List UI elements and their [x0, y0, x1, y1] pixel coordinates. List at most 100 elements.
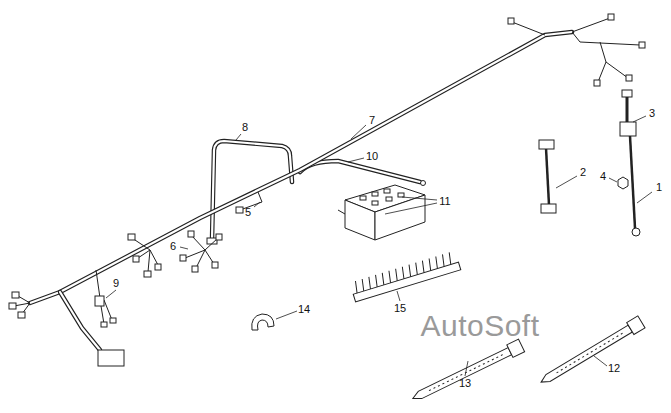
main-harness	[594, 80, 600, 86]
main-harness	[508, 18, 514, 24]
cable-clip	[252, 314, 274, 330]
leader-lines	[402, 197, 437, 200]
leader-lines	[556, 176, 577, 188]
leader-lines	[236, 134, 241, 140]
connector	[95, 296, 104, 306]
connector-group	[216, 234, 222, 240]
cable-tie	[557, 332, 626, 373]
main-harness	[639, 42, 645, 48]
callout-number: 2	[580, 167, 586, 178]
main-harness	[9, 303, 16, 309]
main-harness	[60, 292, 100, 350]
battery-cable	[622, 90, 632, 97]
connector	[101, 322, 107, 327]
callout-number: 13	[459, 378, 471, 389]
cable-tie	[538, 316, 645, 388]
callout-number: 3	[649, 108, 655, 119]
callout-number: 12	[608, 363, 620, 374]
cable-tie	[410, 339, 525, 405]
leader-lines	[106, 116, 652, 376]
fuse-box	[386, 197, 392, 201]
main-harness	[12, 292, 19, 298]
main-harness	[626, 75, 632, 81]
ground-strap	[539, 140, 554, 149]
callout-number: 5	[245, 207, 251, 218]
cable-tie	[429, 354, 504, 391]
fuse-box	[384, 189, 390, 193]
battery-wire	[300, 161, 426, 186]
wrap-strip	[354, 252, 453, 293]
main-harness	[60, 292, 100, 350]
battery-cable	[620, 122, 636, 136]
fuse-box	[398, 193, 404, 197]
cable-tie	[411, 348, 512, 403]
fuse-box	[372, 192, 378, 196]
battery-wire	[300, 161, 420, 182]
battery-cable	[618, 90, 640, 236]
leader-lines	[180, 247, 188, 249]
wire-loop	[212, 141, 292, 240]
fuse-box	[360, 196, 366, 200]
leader-lines	[637, 192, 652, 203]
connector-group	[144, 271, 151, 277]
callout-number: 6	[170, 241, 176, 252]
fuse-box	[345, 200, 375, 240]
ground-strap	[539, 140, 556, 213]
leader-lines	[351, 125, 366, 139]
main-harness	[30, 32, 572, 303]
callout-number: 4	[600, 171, 606, 182]
leader-lines	[385, 203, 437, 214]
leader-lines	[348, 158, 364, 162]
callout-number: 15	[394, 303, 406, 314]
leader-lines	[276, 311, 297, 319]
fuse-box	[375, 195, 425, 240]
leader-lines	[106, 290, 116, 298]
callout-number: 9	[113, 278, 119, 289]
fuse-box	[338, 185, 425, 240]
callout-number: 14	[298, 304, 310, 315]
callout-number: 11	[439, 196, 450, 207]
connector	[110, 318, 116, 323]
callout-number: 8	[242, 122, 248, 133]
connector-group	[180, 255, 186, 261]
fuse-box	[372, 201, 378, 205]
connector-group	[128, 231, 222, 277]
connector-group	[185, 236, 218, 268]
cable-clip	[252, 314, 274, 330]
fuse-box	[338, 210, 345, 214]
main-harness	[18, 312, 25, 318]
ground-strap	[546, 148, 549, 205]
connector	[95, 270, 116, 327]
leader-lines	[594, 356, 607, 366]
leader-lines	[397, 291, 400, 301]
connector-group	[128, 234, 135, 240]
main-harness	[512, 18, 640, 82]
callout-number: 7	[369, 115, 375, 126]
callout-number: 1	[656, 182, 662, 193]
callout-number: 10	[366, 151, 378, 162]
connector-group	[192, 266, 198, 272]
ground-strap	[541, 204, 556, 213]
battery-cable	[630, 136, 635, 228]
watermark: AutoSoft	[420, 311, 539, 341]
wrap-strip	[350, 251, 461, 302]
main-harness	[9, 14, 645, 366]
main-harness	[608, 14, 614, 20]
leader-lines	[609, 178, 617, 182]
battery-wire	[421, 181, 426, 186]
battery-wire	[300, 161, 420, 182]
connector	[96, 270, 112, 324]
cable-tie	[627, 316, 645, 335]
cable-tie	[507, 339, 525, 357]
battery-cable	[618, 177, 628, 189]
leader-lines	[633, 116, 646, 122]
connector-group	[132, 238, 158, 272]
battery-cable	[632, 228, 640, 236]
connector-group	[133, 256, 139, 262]
wire-loop	[212, 141, 292, 240]
connector-group	[188, 231, 194, 237]
connector	[236, 207, 243, 213]
